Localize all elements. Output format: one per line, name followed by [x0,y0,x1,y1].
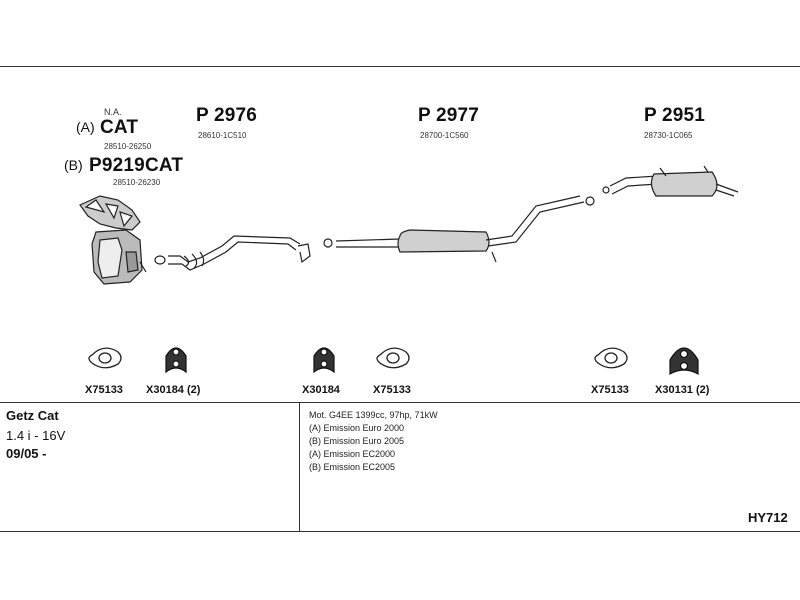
cat-number-a: 28510-26250 [104,142,152,151]
rubber-hanger-icon [313,347,335,374]
rear-silencer-drawing [585,165,739,206]
fitting-label: X30184 [302,384,340,396]
emission-note: (A) Emission Euro 2000 [309,423,405,433]
fitting-label: X30184 (2) [146,384,201,396]
emission-note: (A) Emission EC2000 [309,449,396,459]
part-oem-number: 28610-1C510 [198,131,247,140]
gasket-icon [88,347,122,369]
emission-note: (B) Emission Euro 2005 [309,436,405,446]
gasket-icon [376,347,410,369]
fitting-label: X75133 [591,384,629,396]
part-oem-number: 28700-1C560 [420,131,469,140]
fitting-label: X75133 [85,384,123,396]
diagram-code: HY712 [748,510,788,525]
gasket-icon [594,347,628,369]
cat-label-b: P9219CAT [89,155,184,176]
front-pipe-drawing [154,235,311,271]
part-oem-number: 28730-1C065 [644,131,693,140]
diagram-frame [0,66,800,532]
rubber-hanger-icon [669,347,699,376]
vehicle-model: Getz Cat [6,408,59,423]
catalytic-converter-drawing [79,195,147,285]
na-label: N.A. [104,107,122,117]
vehicle-engine: 1.4 i - 16V [6,428,66,443]
engine-note: Mot. G4EE 1399cc, 97hp, 71kW [309,410,438,420]
part-code: P 2977 [418,105,480,126]
table-column-divider [299,403,300,531]
cat-prefix-a: (A) [76,119,95,135]
fitting-label: X75133 [373,384,411,396]
table-divider [0,402,800,403]
vehicle-date: 09/05 - [6,446,47,461]
fitting-label: X30131 (2) [655,384,710,396]
cat-prefix-b: (B) [64,157,83,173]
cat-number-b: 28510-26230 [113,178,161,187]
cat-label: CAT [100,117,139,138]
emission-note: (B) Emission EC2005 [309,462,396,472]
rubber-hanger-icon [165,347,187,374]
part-code: P 2976 [196,105,258,126]
part-code: P 2951 [644,105,706,126]
middle-pipe-drawing [323,195,585,263]
